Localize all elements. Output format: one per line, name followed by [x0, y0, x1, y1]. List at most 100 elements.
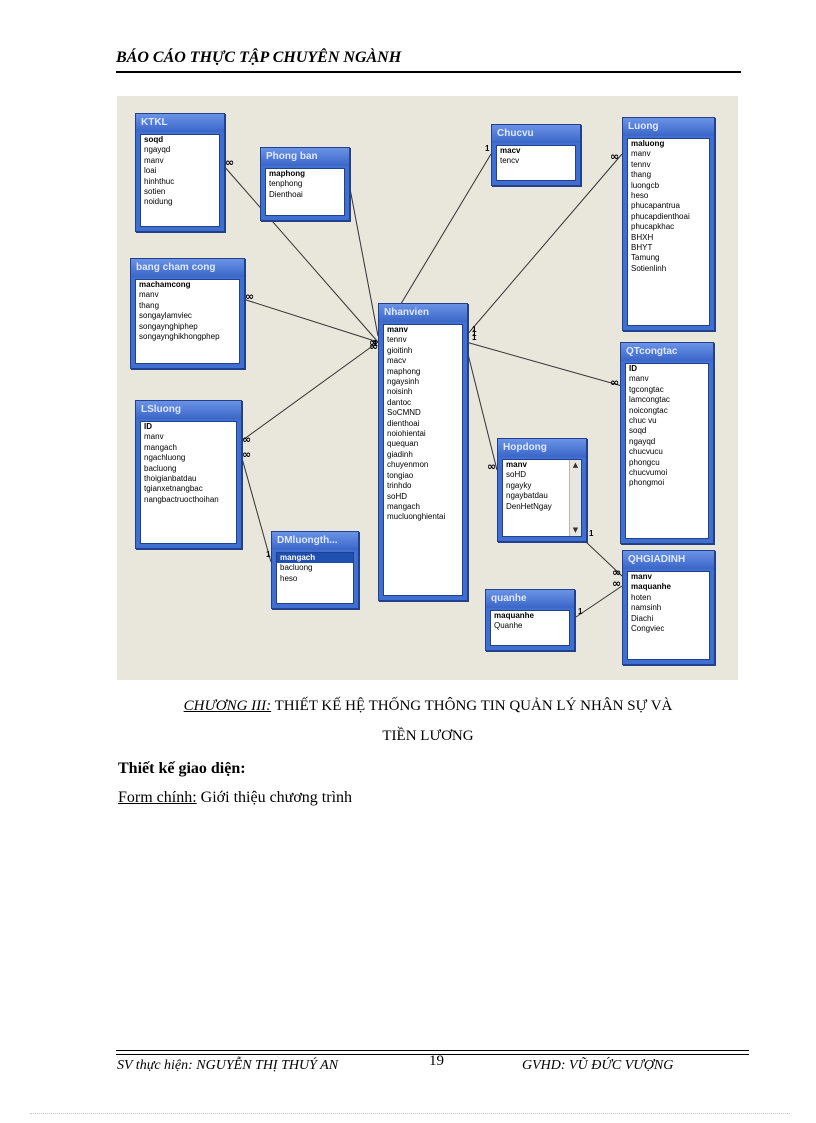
table-field[interactable]: tennv — [387, 335, 407, 345]
table-title[interactable]: Luong — [623, 118, 714, 136]
table-field[interactable]: macv — [387, 356, 407, 366]
table-field[interactable]: luongcb — [631, 180, 660, 190]
table-field[interactable]: ngaysinh — [387, 377, 420, 387]
scroll-up-arrow-icon[interactable]: ▲ — [572, 461, 579, 469]
table-field[interactable]: maluong — [631, 139, 665, 148]
table-field[interactable]: tencv — [500, 156, 520, 166]
table-field[interactable]: trinhdo — [387, 481, 412, 491]
table-field[interactable]: manv — [144, 432, 164, 442]
table-field[interactable]: mangach — [277, 553, 353, 564]
table-field[interactable]: mucluonghientai — [387, 512, 446, 522]
table-title[interactable]: LSluong — [136, 401, 241, 419]
table-field[interactable]: tgcongtac — [629, 384, 664, 394]
table-field[interactable]: mangach — [387, 501, 420, 511]
table-field[interactable]: dienthoai — [387, 418, 420, 428]
table-field[interactable]: maquanhe — [494, 611, 535, 620]
table-field[interactable]: phongmoi — [629, 478, 665, 488]
table-field[interactable]: noisinh — [387, 387, 413, 397]
scroll-down-arrow-icon[interactable]: ▼ — [572, 526, 579, 534]
table-field[interactable]: ngayky — [506, 480, 532, 490]
table-field[interactable]: manv — [139, 290, 159, 300]
table-field[interactable]: noiohientai — [387, 429, 426, 439]
table-field[interactable]: phucapantrua — [631, 201, 680, 211]
table-field[interactable]: tongiao — [387, 470, 414, 480]
table-field[interactable]: thang — [139, 300, 160, 310]
table-field[interactable]: songaynghikhongphep — [139, 332, 220, 342]
table-field[interactable]: manv — [629, 374, 649, 384]
table-field[interactable]: ngayqd — [629, 436, 656, 446]
table-field[interactable]: gioitinh — [387, 345, 413, 355]
table-field[interactable]: quequan — [387, 439, 419, 449]
table-field[interactable]: chuyenmon — [387, 460, 429, 470]
table-field[interactable]: tgianxetnangbac — [144, 484, 203, 494]
table-field[interactable]: heso — [280, 573, 298, 583]
table-field[interactable]: giadinh — [387, 449, 413, 459]
table-field[interactable]: BHXH — [631, 232, 654, 242]
table-field[interactable]: ngayqd — [144, 145, 171, 155]
table-field[interactable]: bacluong — [280, 563, 313, 573]
table-field[interactable]: BHYT — [631, 243, 653, 253]
table-title[interactable]: Chucvu — [492, 125, 580, 143]
table-field[interactable]: lamcongtac — [629, 395, 670, 405]
table-field[interactable]: maphong — [269, 169, 305, 178]
table-field[interactable]: thang — [631, 170, 652, 180]
table-field[interactable]: Diachi — [631, 613, 654, 623]
table-field[interactable]: hoten — [631, 592, 652, 602]
table-field[interactable]: soqd — [144, 135, 164, 144]
table-field[interactable]: SoCMND — [387, 408, 421, 418]
table-title[interactable]: bang cham cong — [131, 259, 244, 277]
table-field[interactable]: phucapdienthoai — [631, 211, 690, 221]
table-field[interactable]: songaynghiphep — [139, 321, 198, 331]
table-field[interactable]: tenphong — [269, 179, 303, 189]
table-field[interactable]: sotien — [144, 187, 166, 197]
table-title[interactable]: QHGIADINH — [623, 551, 714, 569]
table-field[interactable]: maquanhe — [631, 582, 672, 592]
table-field[interactable]: noicongtac — [629, 405, 668, 415]
table-field[interactable]: tennv — [631, 159, 651, 169]
table-field[interactable]: bacluong — [144, 463, 177, 473]
table-field[interactable]: chucvumoi — [629, 468, 668, 478]
table-title[interactable]: quanhe — [486, 590, 574, 608]
table-field[interactable]: manv — [631, 149, 651, 159]
table-field[interactable]: soqd — [629, 426, 647, 436]
table-field[interactable]: Quanhe — [494, 621, 523, 631]
table-field[interactable]: maphong — [387, 366, 421, 376]
table-field[interactable]: chucvucu — [629, 447, 663, 457]
table-field[interactable]: loai — [144, 166, 157, 176]
table-field[interactable]: ID — [144, 422, 152, 431]
table-field[interactable]: ngachluong — [144, 453, 186, 463]
table-field[interactable]: thoigianbatdau — [144, 474, 197, 484]
table-field[interactable]: nangbactruocthoihan — [144, 494, 219, 504]
table-field[interactable]: phucapkhac — [631, 222, 675, 232]
table-field[interactable]: Dienthoai — [269, 189, 303, 199]
table-field[interactable]: Tamung — [631, 253, 660, 263]
field-list-scrollbar[interactable]: ▲▼ — [569, 460, 581, 536]
table-field[interactable]: heso — [631, 191, 649, 201]
table-field[interactable]: soHD — [387, 491, 408, 501]
table-title[interactable]: Hopdong — [498, 439, 586, 457]
table-title[interactable]: Phong ban — [261, 148, 349, 166]
table-field[interactable]: songaylamviec — [139, 311, 192, 321]
